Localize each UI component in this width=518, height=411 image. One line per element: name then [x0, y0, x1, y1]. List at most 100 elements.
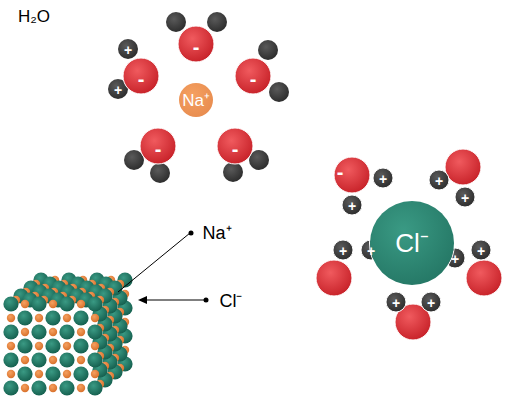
hydrogen-atom — [207, 12, 227, 32]
charge-sign: - — [138, 69, 145, 89]
chloride-sphere — [31, 324, 46, 339]
sodium-sphere — [77, 300, 85, 308]
hydrogen-atom — [342, 195, 362, 215]
sodium-sphere — [7, 370, 15, 378]
hydrogen-atom — [386, 292, 406, 312]
chloride-sphere — [87, 324, 102, 339]
charge-sign: + — [339, 244, 347, 258]
chloride-sphere — [17, 310, 32, 325]
hydrogen-atom — [429, 170, 449, 190]
sodium-sphere — [7, 342, 15, 350]
charge-sign: - — [193, 37, 200, 57]
hydrogen-atom — [333, 240, 353, 260]
ion-callout: Na⁺ — [202, 224, 231, 242]
chloride-sphere — [73, 338, 88, 353]
hydrogen-atom — [386, 292, 406, 312]
oxygen-atom — [334, 157, 370, 193]
leader-line — [118, 233, 190, 292]
charge-sign: + — [367, 244, 375, 258]
oxygen-atom — [123, 58, 159, 94]
arrow-head — [138, 296, 147, 304]
hydrogen-atom — [342, 195, 362, 215]
charge-sign: - — [337, 162, 344, 182]
sodium-sphere — [63, 314, 71, 322]
charge-sign: + — [427, 296, 435, 310]
hydrogen-atom — [223, 162, 243, 182]
oxygen-atom — [178, 26, 214, 62]
chloride-sphere — [87, 380, 102, 395]
chloride-sphere — [3, 324, 18, 339]
sodium-sphere — [77, 384, 85, 392]
hydrogen-atom — [429, 170, 449, 190]
chloride-sphere — [59, 324, 74, 339]
charge-sign: - — [232, 139, 239, 159]
water-molecules — [108, 12, 502, 340]
chloride-ion: Cl⁻ — [370, 201, 454, 285]
sodium-sphere — [77, 356, 85, 364]
sodium-sphere — [63, 370, 71, 378]
chloride-sphere — [45, 310, 60, 325]
chloride-sphere — [73, 366, 88, 381]
oxygen-atom — [217, 128, 253, 164]
crystal-lattice — [3, 272, 132, 395]
hydrogen-atom — [150, 163, 170, 183]
sodium-sphere — [21, 328, 29, 336]
chloride-sphere — [45, 366, 60, 381]
oxygen-atom — [140, 128, 176, 164]
oxygen-atom — [316, 260, 352, 296]
charge-sign: + — [435, 174, 443, 188]
sodium-sphere — [91, 314, 99, 322]
hydrogen-atom — [269, 82, 289, 102]
hydrogen-atom — [166, 12, 186, 32]
oxygen-atom — [445, 149, 481, 185]
hydrogen-atom — [455, 187, 475, 207]
charge-sign: + — [348, 199, 356, 213]
leader-dot — [189, 231, 194, 236]
chloride-sphere — [59, 380, 74, 395]
chloride-sphere — [31, 380, 46, 395]
charge-sign: + — [114, 83, 122, 97]
charge-sign: + — [451, 252, 459, 266]
charge-sign: + — [392, 296, 400, 310]
charge-sign: + — [379, 172, 387, 186]
chloride-sphere — [31, 296, 46, 311]
sodium-sphere — [49, 384, 57, 392]
sodium-sphere — [91, 370, 99, 378]
charge-sign: + — [477, 244, 485, 258]
sodium-sphere — [77, 328, 85, 336]
chloride-sphere — [87, 352, 102, 367]
chloride-sphere — [45, 338, 60, 353]
hydrogen-atom — [471, 240, 491, 260]
sodium-sphere — [49, 328, 57, 336]
hydrogen-atom — [258, 40, 278, 60]
sodium-sphere — [63, 342, 71, 350]
sodium-sphere — [49, 300, 57, 308]
hydrogen-atom — [471, 240, 491, 260]
sodium-sphere — [35, 314, 43, 322]
hydrogen-atom — [455, 187, 475, 207]
sodium-sphere — [91, 342, 99, 350]
sodium-ion: Na⁺ — [179, 83, 213, 117]
hydrogen-atom — [373, 168, 393, 188]
hydrogen-atom — [421, 292, 441, 312]
chloride-sphere — [87, 296, 102, 311]
oxygen-atom — [235, 58, 271, 94]
ion-label: Cl⁻ — [395, 230, 429, 256]
hydrogen-atom — [373, 168, 393, 188]
ion-callout: Cl⁻ — [220, 292, 243, 310]
sodium-sphere — [7, 314, 15, 322]
chloride-sphere — [59, 352, 74, 367]
chloride-sphere — [3, 296, 18, 311]
chloride-sphere — [17, 338, 32, 353]
charge-sign: - — [250, 69, 257, 89]
charge-sign: - — [155, 139, 162, 159]
sodium-sphere — [49, 356, 57, 364]
ion-label: Na⁺ — [182, 92, 210, 109]
chloride-sphere — [3, 380, 18, 395]
sodium-sphere — [35, 342, 43, 350]
chloride-sphere — [59, 296, 74, 311]
hydrogen-atom — [421, 292, 441, 312]
chloride-sphere — [3, 352, 18, 367]
